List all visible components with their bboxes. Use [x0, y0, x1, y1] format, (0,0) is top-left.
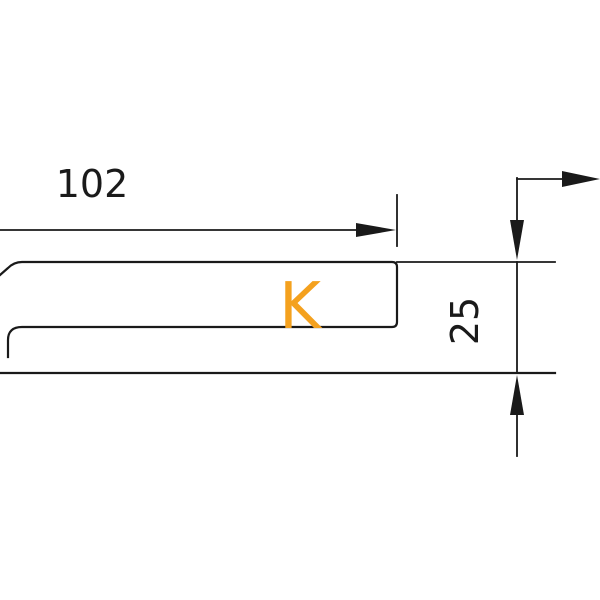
- height-dimension-bottom-arrowhead: [510, 375, 524, 415]
- width-dimension-arrowhead: [356, 223, 396, 237]
- right-leader-arrowhead: [562, 171, 600, 187]
- height-dimension-top-arrowhead: [510, 220, 524, 260]
- height-dimension-value: 25: [443, 297, 487, 345]
- profile-label: K: [279, 270, 323, 344]
- width-dimension-value: 102: [56, 162, 129, 206]
- profile-outline: [0, 260, 399, 359]
